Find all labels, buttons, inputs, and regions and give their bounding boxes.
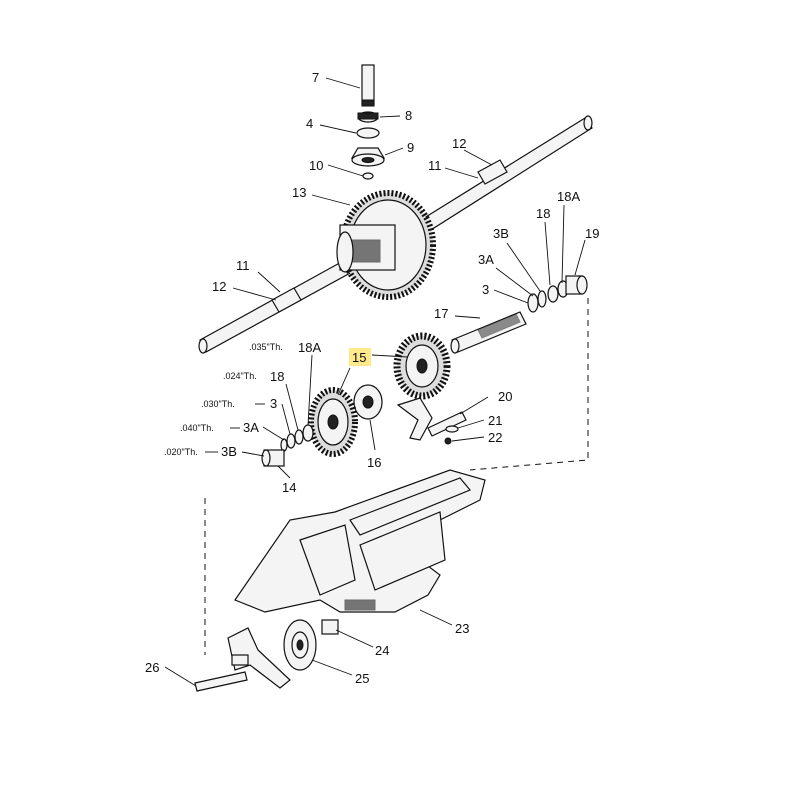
callout-22: 22 [488, 430, 502, 445]
callout-highlight-15 [349, 348, 371, 366]
callout-10: 10 [309, 158, 323, 173]
leader-lines [164, 77, 586, 687]
shift-fork-part-20 [396, 397, 467, 441]
callout-15: 15 [352, 350, 366, 365]
callout-3a-upper: 3A [478, 252, 494, 267]
callout-26: 26 [145, 660, 159, 675]
callout-11-upper: 11 [428, 158, 442, 173]
callout-7: 7 [312, 70, 319, 85]
callout-9: 9 [407, 140, 414, 155]
callout-21: 21 [488, 413, 502, 428]
callout-13: 13 [292, 185, 306, 200]
retaining-ring-part-10 [362, 172, 374, 180]
thickness-note-024: .024"Th. [223, 371, 257, 381]
countershaft-part-17 [450, 311, 527, 354]
key-part-24 [321, 619, 339, 635]
callout-24: 24 [375, 643, 389, 658]
callout-3-upper: 3 [482, 282, 489, 297]
washer-part-18a-lower [302, 424, 314, 442]
washer-part-3a-lower [280, 438, 288, 452]
washer-part-3a-upper [537, 290, 547, 308]
callout-18a-upper: 18A [557, 189, 580, 204]
bushing-part-19 [565, 275, 588, 295]
washer-part-4 [356, 127, 380, 139]
callout-3b-upper: 3B [493, 226, 509, 241]
detent-ball-part-22 [444, 437, 452, 445]
bearing-part-8 [357, 111, 379, 123]
differential-ring-gear-part-13 [336, 190, 436, 300]
callout-14: 14 [282, 480, 296, 495]
callout-16: 16 [367, 455, 381, 470]
callout-12-upper: 12 [452, 136, 466, 151]
callout-12-lower: 12 [212, 279, 226, 294]
pinion-gear-part-9 [350, 147, 386, 167]
washer-part-3-lower [286, 433, 296, 449]
callout-23: 23 [455, 621, 469, 636]
callout-3a-lower: 3A [243, 420, 259, 435]
upper-shaft [361, 64, 375, 107]
thickness-note-030: .030"Th. [201, 399, 235, 409]
callout-19: 19 [585, 226, 599, 241]
thickness-note-020: .020"Th. [164, 447, 198, 457]
callout-25: 25 [355, 671, 369, 686]
washer-part-18-upper [547, 285, 559, 303]
callout-20: 20 [498, 389, 512, 404]
bevel-gear-part-15 [393, 332, 451, 400]
callout-18-upper: 18 [536, 206, 550, 221]
callout-17: 17 [434, 306, 448, 321]
bushing-part-14 [261, 449, 285, 467]
washer-part-3-upper [527, 293, 539, 313]
callout-3-lower: 3 [270, 396, 277, 411]
bolt-part-26 [194, 671, 248, 692]
thickness-note-040: .040"Th. [180, 423, 214, 433]
callout-3b-lower: 3B [221, 444, 237, 459]
callout-4: 4 [306, 116, 313, 131]
pulley-part-25 [283, 619, 317, 671]
detent-spring-part-21 [445, 425, 459, 433]
left-axle-shaft [198, 259, 353, 354]
right-axle-shaft [407, 115, 593, 241]
washer-part-18-lower [294, 429, 304, 445]
spur-gear [308, 387, 358, 457]
callout-18a-lower: 18A [298, 340, 321, 355]
transaxle-housing-part-23 [234, 469, 486, 613]
callout-8: 8 [405, 108, 412, 123]
shift-collar-part-16 [353, 384, 383, 420]
callout-11-lower: 11 [236, 258, 250, 273]
callout-18-lower: 18 [270, 369, 284, 384]
thickness-note-035: .035"Th. [249, 342, 283, 352]
brake-bracket [227, 627, 291, 689]
